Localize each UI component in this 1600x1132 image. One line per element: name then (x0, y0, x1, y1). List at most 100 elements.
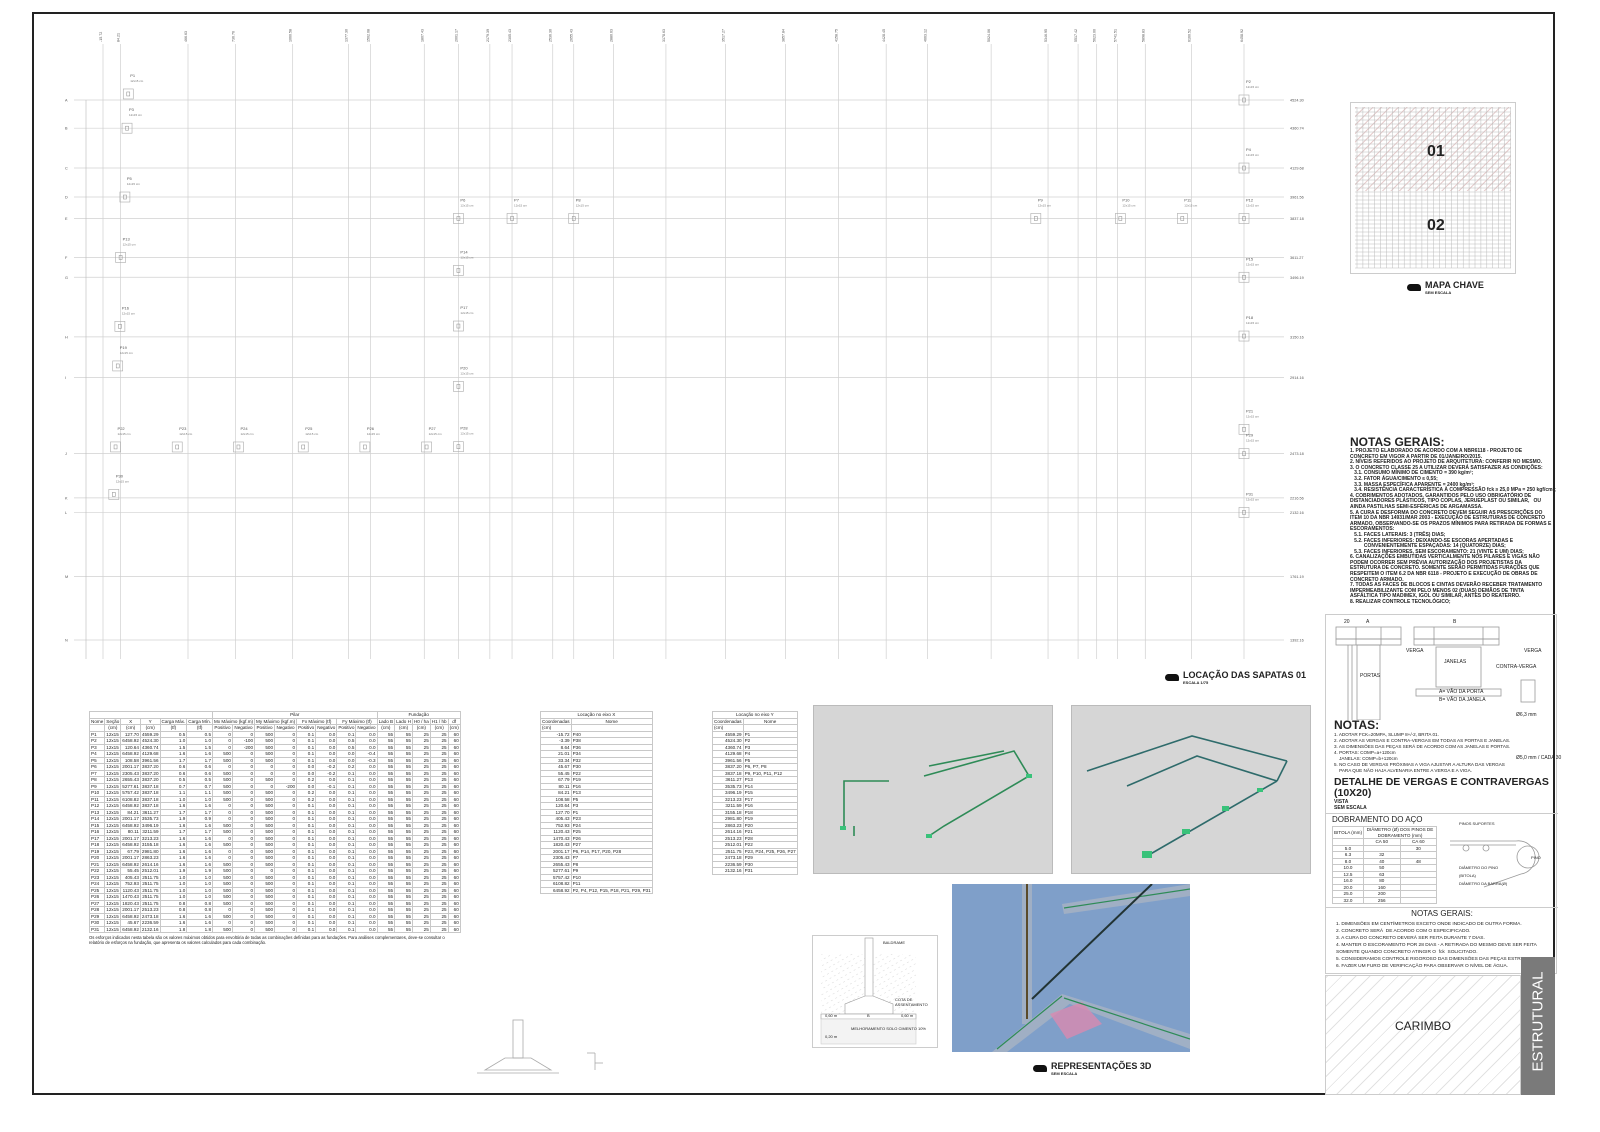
pillar-section (363, 444, 367, 450)
pillar-section-label: 12x15 cm (460, 203, 474, 207)
table-cell: 0.0 (315, 893, 338, 901)
table-cell: 12x15 (104, 919, 122, 927)
table-cell: P1 (570, 808, 653, 816)
table-cell: P9 (88, 782, 106, 790)
table-cell: P30 (742, 860, 798, 868)
table-cell: 1.6 (159, 919, 188, 927)
table-cell: 500 (212, 925, 233, 933)
pillar-section-label: 12x15 cm (1246, 153, 1260, 157)
note-line: ASFÁLTICA TIPO MADIMEX, IGOL OU SIMILAR,… (1350, 593, 1521, 600)
key-map-zone-02[interactable]: 02 (1427, 217, 1445, 234)
note-line: DISTANCIADORES PLÁSTICOS, TIPO COPLAS, J… (1350, 498, 1542, 505)
table-cell: P30 (570, 763, 653, 771)
table-cell: 12x15 (104, 802, 122, 810)
pillar-section (112, 492, 116, 497)
pillar-label: P7 (514, 197, 520, 202)
cota-label: COTA DE ASSENTAMENTO (895, 997, 928, 1007)
grid-row-letter: J (65, 452, 67, 456)
key-map-zone-01[interactable]: 01 (1427, 143, 1445, 160)
table-cell: 55 (394, 912, 413, 920)
table-cell: 6458.92 (120, 841, 141, 849)
table-cell: 4360.74 (139, 743, 161, 751)
footing-outline (233, 441, 244, 453)
grid-label-y: 2216.56 (1290, 496, 1304, 500)
table-cell: P16 (742, 802, 798, 810)
table-cell: 0.0 (315, 873, 338, 881)
pillar-label: P14 (460, 249, 468, 254)
table-cell: 2863.23 (139, 854, 161, 862)
table-cell: P26 (88, 893, 106, 901)
pillar-section (456, 268, 461, 273)
grid-row-letter: L (65, 511, 67, 515)
table-cell: 12x15 (104, 886, 122, 894)
note-line: 6. FAZER UM FURO DE VERIFICAÇÃO PARA OBS… (1336, 964, 1509, 969)
bar-label: Ø5,0 mm / CADA 30 (1516, 755, 1562, 761)
note-line: 3.1. CONSUMO MÍNIMO DE CIMENTO = 390 kg/… (1350, 470, 1474, 477)
plan-scale: ESCALA 1/75 (1183, 680, 1209, 685)
grid-label-x: 5741.51 (1114, 29, 1118, 42)
table-cell: P13 (742, 776, 798, 784)
pillar-section-label: 12x15 cm (1246, 497, 1260, 501)
table-cell: 1470.43 (120, 893, 141, 901)
table-cell: 55 (394, 873, 413, 881)
table-cell: 60 (447, 906, 461, 914)
pillar-section-label: 12x15 cm (118, 432, 132, 436)
table-cell: 0.0 (315, 841, 338, 849)
pillar-section (456, 444, 461, 449)
pillar-section-label: 12x15 cm (460, 371, 474, 375)
pillar-label: P21 (1246, 408, 1254, 413)
table-cell: P12 (88, 802, 106, 810)
grid-label-x: 1377.30 (344, 29, 348, 42)
table-cell: P15 (742, 789, 798, 797)
table-cell: 0.0 (315, 743, 338, 751)
grid-label-y: 4360.74 (1290, 127, 1304, 131)
pillar-section (113, 444, 118, 450)
table-cell: 1.5 (159, 743, 188, 751)
pillar-section-label: 12x15 cm (127, 182, 141, 186)
table-cell: 55 (394, 776, 413, 784)
table-cell: 2655.43 (120, 776, 141, 784)
table-cell: P5 (88, 756, 106, 764)
table-cell: 0.0 (355, 730, 378, 738)
pillar-section (456, 216, 461, 221)
table-cell: 1.0 (159, 737, 188, 745)
